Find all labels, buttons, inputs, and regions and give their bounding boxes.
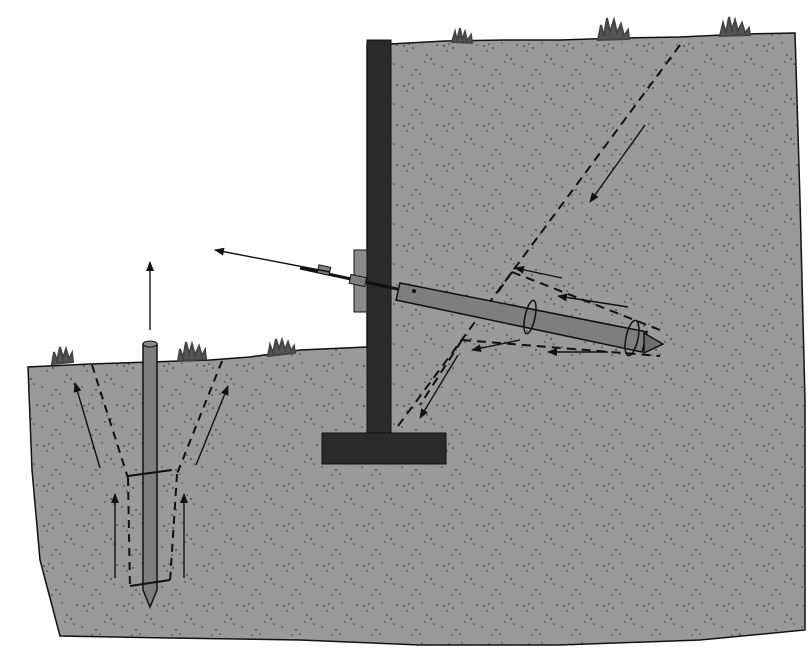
left-arrow-outer-left	[73, 382, 101, 469]
grass-tuft	[450, 27, 474, 45]
vertical-anchor-failure-cone	[91, 360, 223, 589]
soil-resistance-arrow-lower-1	[471, 339, 521, 353]
grass-tuft	[50, 345, 75, 366]
failure-line-outer	[394, 44, 681, 431]
force-arrows-right	[214, 124, 646, 419]
soil-resistance-arrow-wedge	[419, 354, 459, 419]
pullout-arrow-inclined	[214, 247, 331, 273]
anchor-tip	[643, 331, 665, 355]
left-arrow-outer-right	[195, 385, 229, 466]
vertical-anchor-head	[142, 340, 158, 348]
retaining-wall-stem	[366, 39, 392, 437]
cone-line-outer-left	[91, 364, 129, 479]
anchor-helix-2	[624, 319, 640, 357]
inclined-anchor	[299, 264, 665, 357]
vertical-anchor	[127, 261, 173, 609]
anchor-coupler	[348, 273, 368, 288]
force-arrows-left	[73, 382, 229, 578]
cone-line-inner-left	[127, 477, 131, 589]
anchor-nut	[316, 264, 332, 276]
grass-tufts	[50, 16, 752, 366]
anchor-helix-1	[523, 299, 537, 335]
soil-resistance-arrow-upper-1	[514, 265, 563, 279]
grass-tuft	[596, 16, 631, 42]
cone-line-outer-right	[176, 360, 223, 475]
vertical-anchor-shaft	[142, 343, 158, 609]
soil-resistance-arrow-diagonal	[589, 124, 646, 203]
vertical-helix-1	[127, 469, 173, 477]
soil-resistance-arrow-upper-2	[557, 293, 629, 308]
anchor-pin	[412, 289, 416, 293]
grass-tuft	[718, 16, 752, 38]
soil-speckle-overlay	[28, 33, 805, 645]
wall-footing	[321, 432, 447, 465]
anchor-shaft	[395, 282, 648, 353]
grass-tuft	[176, 340, 208, 363]
vertical-helix-2	[129, 579, 171, 587]
grass-tuft	[266, 336, 297, 358]
anchor-cone-bottom-ext	[419, 339, 463, 406]
cone-line-inner-right	[169, 473, 178, 583]
anchor-cone-lower	[461, 339, 661, 357]
anchor-cone-top-ext	[497, 271, 513, 293]
